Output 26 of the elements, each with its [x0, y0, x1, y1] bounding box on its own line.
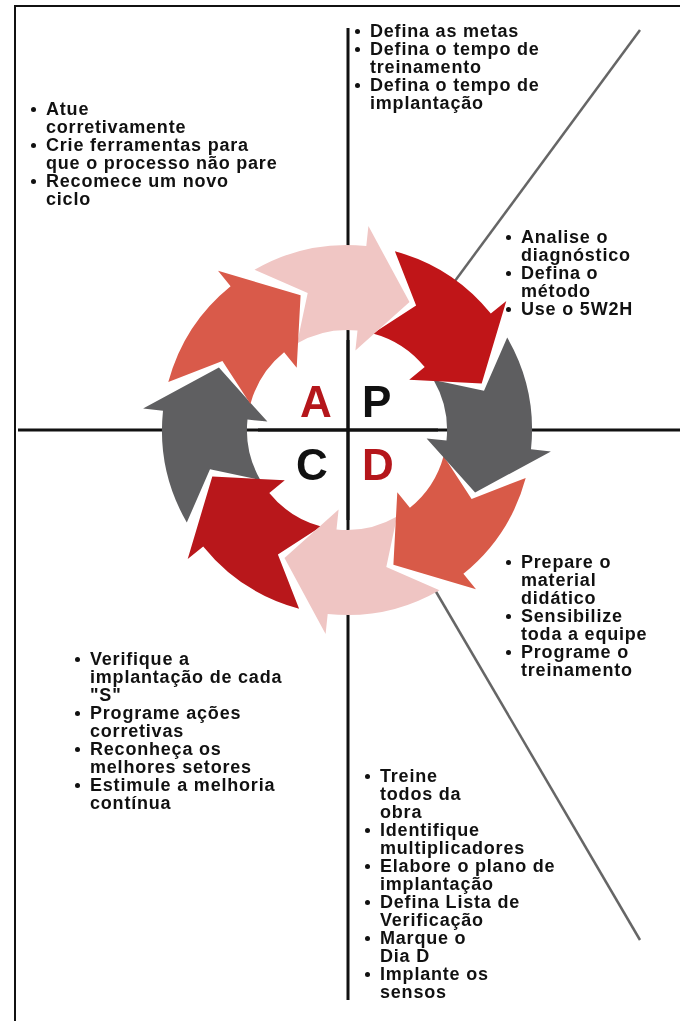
bullet-text: Verifique a implantação de cada "S"	[90, 650, 284, 704]
bullet-text: Programe ações corretivas	[90, 704, 243, 740]
bullet-text: Reconheça os melhores setores	[90, 740, 253, 776]
bullet-text: Analise o diagnóstico	[521, 228, 632, 264]
bullet-text: Programe o treinamento	[521, 643, 633, 679]
bullet-text: Prepare o material didático	[521, 553, 613, 607]
bullet-text: Use o 5W2H	[521, 300, 635, 318]
bullet-text: Sensibilize toda a equipe	[521, 607, 649, 643]
bullet-text: Crie ferramentas para que o processo não pare	[46, 136, 279, 172]
phase-letter: D	[362, 443, 394, 487]
bullet-text: Defina Lista de Verificação	[380, 893, 522, 929]
bullet-text: Identifique multiplicadores	[380, 821, 527, 857]
bullet-text: Recomece um novo ciclo	[46, 172, 230, 208]
bullet-text: Implante os sensos	[380, 965, 490, 1001]
bullet-text: Defina o tempo de implantação	[370, 76, 541, 112]
bullet-text: Estimule a melhoria contínua	[90, 776, 277, 812]
phase-letter: A	[300, 380, 332, 424]
phase-letter: P	[362, 380, 392, 424]
bullet-text: Marque o Dia D	[380, 929, 467, 965]
bullet-text: Defina as metas	[370, 22, 521, 40]
bullet-text: Elabore o plano de implantação	[380, 857, 557, 893]
bullet-text: Atue corretivamente	[46, 100, 188, 136]
bullet-text: Treine todos da obra	[380, 767, 463, 821]
phase-letter: C	[296, 443, 328, 487]
bullet-text: Defina o método	[521, 264, 599, 300]
bullet-text: Defina o tempo de treinamento	[370, 40, 541, 76]
